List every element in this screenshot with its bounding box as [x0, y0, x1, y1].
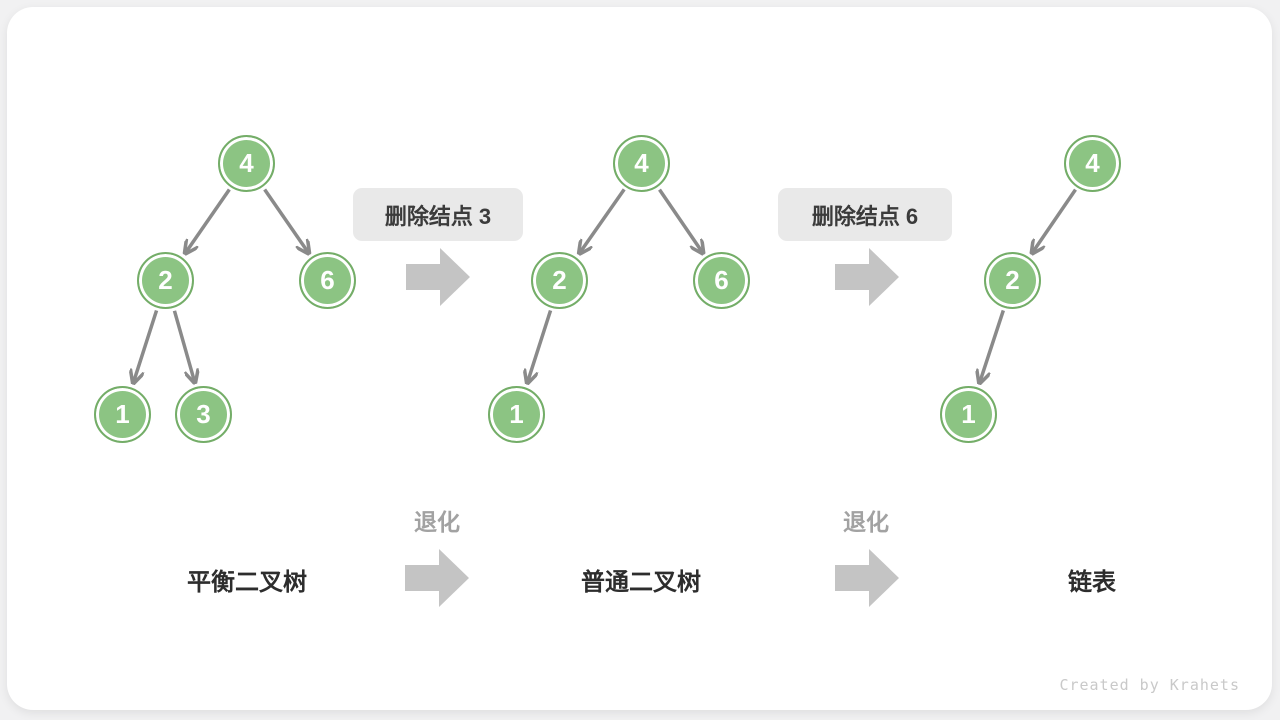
- delete-node-3-label: 删除结点 3: [353, 188, 523, 241]
- tree-node-2: 2: [137, 252, 194, 309]
- tree-node-1: 1: [94, 386, 151, 443]
- degrade-label-2: 退化: [843, 509, 889, 535]
- caption-linked-list: 链表: [1068, 569, 1116, 596]
- tree-node-4: 4: [1064, 135, 1121, 192]
- watermark-credit: Created by Krahets: [1059, 676, 1240, 694]
- tree-node-2: 2: [531, 252, 588, 309]
- caption-balanced-binary-tree: 平衡二叉树: [187, 569, 307, 596]
- tree-node-1: 1: [488, 386, 545, 443]
- degrade-label-1: 退化: [414, 509, 460, 535]
- tree-node-4: 4: [613, 135, 670, 192]
- diagram-card: [7, 7, 1272, 710]
- tree-node-1: 1: [940, 386, 997, 443]
- tree-node-2: 2: [984, 252, 1041, 309]
- delete-node-6-label: 删除结点 6: [778, 188, 952, 241]
- tree-node-6: 6: [693, 252, 750, 309]
- tree-node-4: 4: [218, 135, 275, 192]
- tree-node-3: 3: [175, 386, 232, 443]
- tree-node-6: 6: [299, 252, 356, 309]
- caption-ordinary-binary-tree: 普通二叉树: [581, 569, 701, 596]
